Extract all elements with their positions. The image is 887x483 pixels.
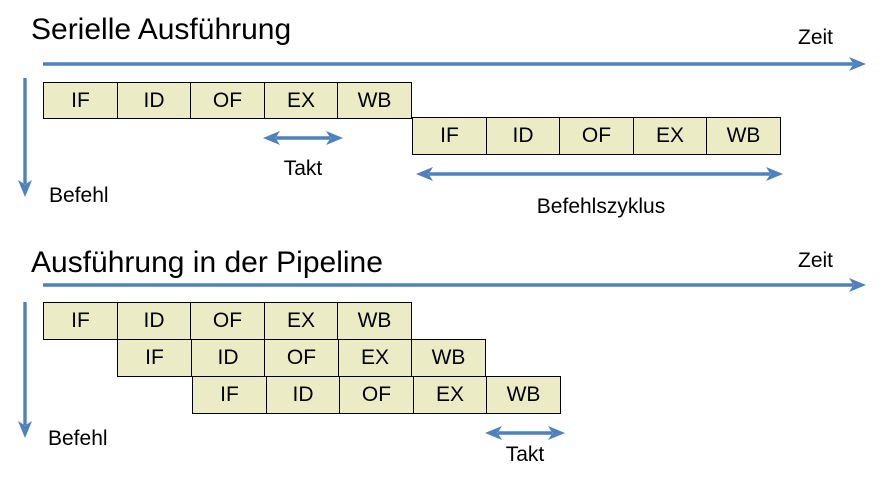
stage-cell-wb: WB bbox=[411, 339, 486, 377]
serial-section-title: Serielle Ausführung bbox=[31, 13, 292, 46]
stage-cell-ex: EX bbox=[263, 302, 339, 340]
serial-cycle-label: Befehlszyklus bbox=[536, 195, 666, 218]
stage-cell-wb: WB bbox=[337, 82, 412, 119]
pipeline-clock-label: Takt bbox=[505, 443, 545, 466]
stage-cell-of: OF bbox=[190, 302, 265, 340]
stage-cell-wb: WB bbox=[486, 376, 561, 414]
serial-time-label: Zeit bbox=[798, 26, 834, 49]
stage-cell-id: ID bbox=[190, 339, 266, 377]
stage-cell-id: ID bbox=[265, 376, 341, 414]
stage-cell-if: IF bbox=[43, 302, 118, 340]
pipeline-instruction-row-1: IF ID OF EX WB bbox=[43, 302, 412, 340]
serial-instruction-row-2: IF ID OF EX WB bbox=[412, 117, 781, 155]
serial-clock-label: Takt bbox=[283, 157, 323, 180]
stage-cell-id: ID bbox=[116, 302, 192, 340]
stage-cell-if: IF bbox=[412, 117, 487, 155]
stage-cell-ex: EX bbox=[632, 117, 708, 155]
stage-cell-ex: EX bbox=[412, 376, 488, 414]
stage-cell-id: ID bbox=[116, 82, 192, 119]
stage-cell-wb: WB bbox=[337, 302, 412, 340]
stage-cell-if: IF bbox=[43, 82, 118, 119]
stage-cell-ex: EX bbox=[263, 82, 339, 119]
pipeline-section-title: Ausführung in der Pipeline bbox=[31, 246, 383, 279]
stage-cell-id: ID bbox=[485, 117, 561, 155]
stage-cell-if: IF bbox=[117, 339, 192, 377]
serial-instruction-row-1: IF ID OF EX WB bbox=[43, 82, 412, 119]
serial-instruction-label: Befehl bbox=[49, 184, 109, 207]
stage-cell-of: OF bbox=[559, 117, 634, 155]
pipeline-instruction-row-2: IF ID OF EX WB bbox=[117, 339, 486, 377]
stage-cell-of: OF bbox=[339, 376, 414, 414]
pipeline-instruction-label: Befehl bbox=[48, 427, 108, 450]
pipeline-time-label: Zeit bbox=[798, 249, 834, 272]
pipeline-instruction-row-3: IF ID OF EX WB bbox=[192, 376, 561, 414]
stage-cell-of: OF bbox=[190, 82, 265, 119]
stage-cell-wb: WB bbox=[706, 117, 781, 155]
stage-cell-if: IF bbox=[192, 376, 267, 414]
stage-cell-of: OF bbox=[264, 339, 339, 377]
stage-cell-ex: EX bbox=[337, 339, 413, 377]
